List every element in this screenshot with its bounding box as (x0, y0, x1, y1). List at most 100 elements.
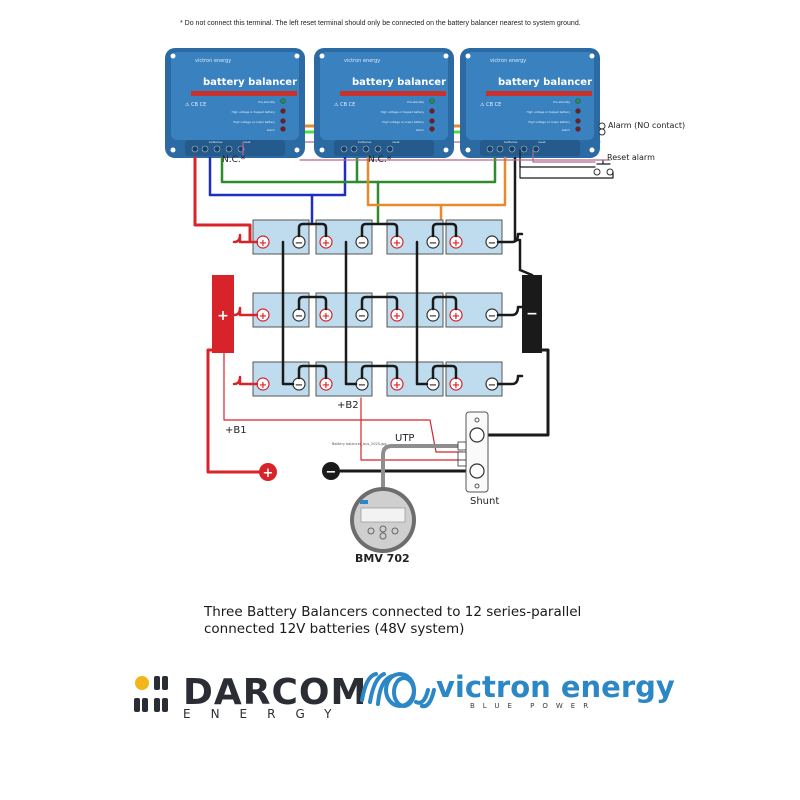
status-led-icon (280, 126, 286, 132)
mount-hole (170, 147, 176, 153)
b1-sense-wire (223, 351, 463, 453)
positive-symbol: + (259, 311, 267, 322)
led-label: High voltage or tapped battery (381, 110, 425, 114)
terminal-strip (334, 140, 434, 156)
positive-symbol: + (452, 311, 460, 322)
terminal-screw-icon (362, 145, 370, 153)
balancer-title: battery balancer (352, 77, 446, 88)
negative-symbol: − (295, 238, 303, 249)
led-label: Alarm (267, 128, 276, 132)
positive-symbol: + (259, 380, 267, 391)
bmv-display (360, 507, 406, 523)
shunt-hole-icon (474, 417, 480, 423)
mount-hole (443, 147, 449, 153)
led-label: High voltage or tapped battery (527, 110, 571, 114)
led-label: Alarm (416, 128, 425, 132)
certification-marks: ⚠ CB CE (185, 102, 206, 108)
output-minus: − (326, 465, 337, 480)
negative-symbol: − (488, 238, 496, 249)
balancer-brand: victron energy (344, 58, 380, 64)
terminal-label: reset (392, 140, 400, 144)
terminal-label: reset (243, 140, 251, 144)
positive-symbol: + (452, 238, 460, 249)
reset-button-icon (596, 159, 611, 165)
series-link (297, 295, 328, 311)
negative-symbol: − (488, 311, 496, 322)
red-stripe (191, 91, 297, 96)
status-led-icon (429, 98, 435, 104)
mount-hole (443, 53, 449, 59)
negative-symbol: − (358, 238, 366, 249)
negative-symbol: − (358, 311, 366, 322)
mount-hole (294, 53, 300, 59)
bmv-logo-icon (360, 500, 368, 504)
mount-hole (589, 147, 595, 153)
led-label: Alarm (562, 128, 571, 132)
nc-label-1: N.C.* (222, 155, 246, 165)
red-stripe (340, 91, 446, 96)
series-link (297, 364, 328, 380)
status-led-icon (575, 126, 581, 132)
terminal-screw-icon (486, 145, 494, 153)
wire-black (518, 268, 534, 277)
busbar-plus: + (217, 308, 229, 324)
status-led-icon (280, 98, 286, 104)
reset-alarm-label: Reset alarm (607, 153, 655, 162)
wire-orange (366, 156, 507, 207)
status-led-icon (575, 118, 581, 124)
led-label: Pre-standby (407, 100, 424, 104)
main-negative-cable (483, 348, 550, 437)
parallel-link (344, 240, 358, 386)
red-stripe (486, 91, 592, 96)
reset-wire-black (519, 157, 614, 179)
terminal-strip (185, 140, 285, 156)
terminal-screw-icon (508, 145, 516, 153)
terminal-screw-icon (201, 145, 209, 153)
terminal-screw-icon (386, 145, 394, 153)
terminal-screw-icon (191, 145, 199, 153)
certification-marks: ⚠ CB CE (334, 102, 355, 108)
balancer-brand: victron energy (490, 58, 526, 64)
parallel-link (281, 240, 295, 386)
balancer-title: battery balancer (203, 77, 297, 88)
busbar-link-negative (496, 232, 524, 244)
alarm-terminal-icon (598, 128, 606, 136)
busbar-minus: − (526, 306, 538, 322)
shunt-connector (457, 451, 467, 461)
utp-cable (381, 444, 464, 492)
reset-button-icon (593, 168, 601, 176)
positive-output-icon (259, 463, 277, 481)
positive-symbol: + (322, 311, 330, 322)
positive-symbol: + (393, 311, 401, 322)
status-led-icon (280, 118, 286, 124)
caption-line-2: connected 12V batteries (48V system) (204, 621, 465, 637)
series-link (360, 222, 399, 238)
terminal-screw-icon (213, 145, 221, 153)
wire-green (220, 156, 497, 184)
busbar-link-positive (232, 233, 259, 244)
terminal-screw-icon (496, 145, 504, 153)
b2-sense-wire (360, 397, 463, 461)
darcom-wordmark: DARCOM (183, 672, 368, 713)
wire-black (513, 156, 522, 272)
led-label: Pre-standby (553, 100, 570, 104)
bmv-button-icon (367, 527, 375, 535)
positive-symbol: + (452, 380, 460, 391)
status-led-icon (575, 108, 581, 114)
terminal-screw-icon (532, 145, 540, 153)
reset-wire (532, 149, 596, 163)
terminal-screw-icon (520, 145, 528, 153)
bmv-button-icon (379, 525, 387, 533)
reset-button-icon (606, 168, 614, 176)
negative-symbol: − (429, 311, 437, 322)
shunt-label: Shunt (470, 496, 500, 507)
file-label: Battery balancer_bus_2025.jpg (332, 442, 387, 446)
series-link (297, 222, 328, 238)
wiring-note: * Do not connect this terminal. The left… (180, 20, 581, 27)
darcom-subtitle: ENERGY (183, 707, 352, 721)
shunt-connector (457, 441, 467, 451)
utp-label: UTP (395, 433, 415, 444)
negative-busbar (522, 275, 542, 353)
